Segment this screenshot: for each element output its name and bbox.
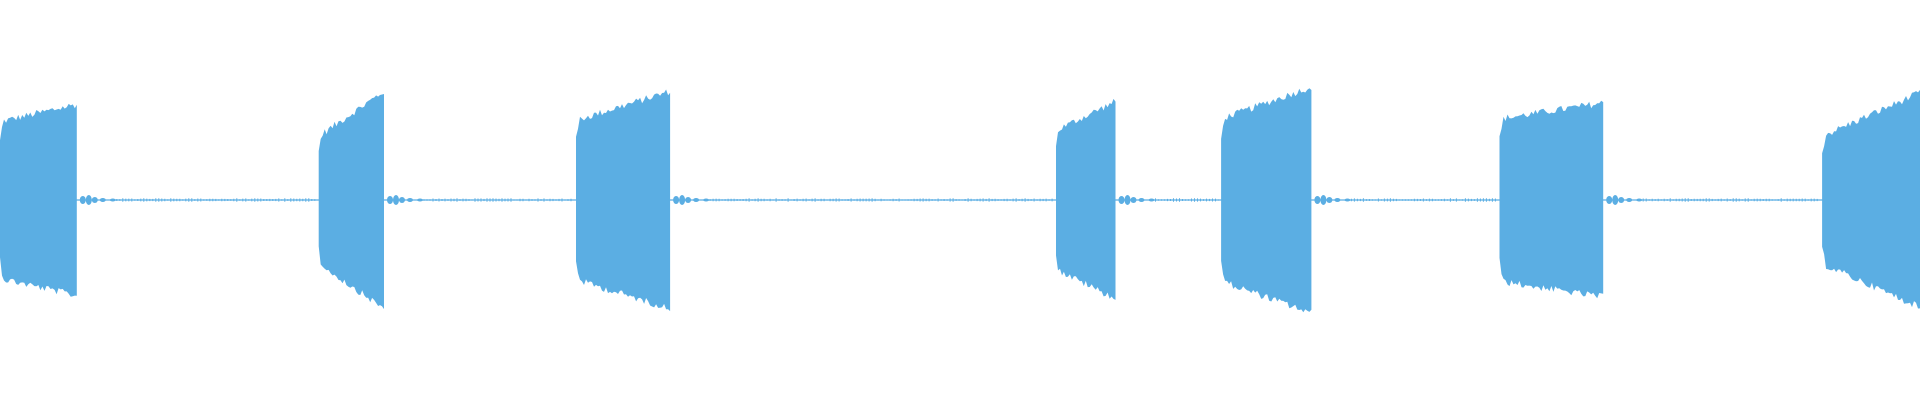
waveform-tail-blip: [1606, 196, 1613, 204]
waveform-tail-blip: [703, 198, 710, 202]
waveform-burst: [1499, 100, 1604, 299]
waveform-tails: [79, 195, 1818, 205]
waveform-tail-blip: [1618, 197, 1625, 203]
waveform-tail-blip: [109, 198, 116, 202]
waveform-tail-blip: [91, 197, 98, 203]
waveform-tail-blip: [1636, 198, 1643, 202]
waveform-burst: [1221, 88, 1312, 313]
waveform-tail-blip: [1148, 198, 1155, 202]
waveform-burst: [576, 89, 671, 312]
waveform-noise: [1642, 198, 1818, 202]
waveform-tail-blip: [1124, 195, 1131, 205]
waveform-tail-blip: [1320, 195, 1327, 205]
waveform-noise: [423, 198, 572, 202]
waveform-burst: [0, 103, 77, 297]
waveform-tail-blip: [1626, 198, 1633, 202]
waveform-tail-blip: [1344, 198, 1351, 202]
waveform-noise: [1350, 198, 1496, 202]
waveform-tail-blip: [1138, 198, 1145, 202]
waveform-tail-blip: [393, 195, 399, 205]
waveform-burst: [1056, 98, 1116, 300]
waveform-noise: [1155, 198, 1219, 202]
waveform-tail-blip: [399, 197, 405, 203]
waveform-tail-blip: [1326, 197, 1333, 203]
waveform-tail-blip: [685, 197, 692, 203]
waveform-bursts: [0, 88, 1920, 313]
waveform-tail-blip: [1612, 195, 1619, 205]
waveform-tail-blip: [673, 196, 680, 204]
waveform-tail-blip: [417, 198, 423, 202]
waveform-tail-blip: [1314, 196, 1321, 204]
waveform-tail-blip: [1334, 198, 1341, 202]
waveform-tail-blip: [99, 198, 106, 202]
waveform-noise: [709, 198, 1053, 202]
waveform-tail-blip: [79, 196, 86, 204]
waveform-tail-blip: [1118, 196, 1125, 204]
waveform-noise: [116, 198, 316, 202]
waveform-tail-blip: [693, 198, 700, 202]
waveform-tail-blip: [1130, 197, 1137, 203]
waveform-tail-blip: [679, 195, 686, 205]
waveform-tail-blip: [407, 198, 413, 202]
waveform-tail-blip: [387, 196, 393, 204]
waveform-burst: [318, 94, 384, 310]
waveform-tail-blip: [85, 195, 92, 205]
waveform-burst: [1822, 89, 1920, 309]
